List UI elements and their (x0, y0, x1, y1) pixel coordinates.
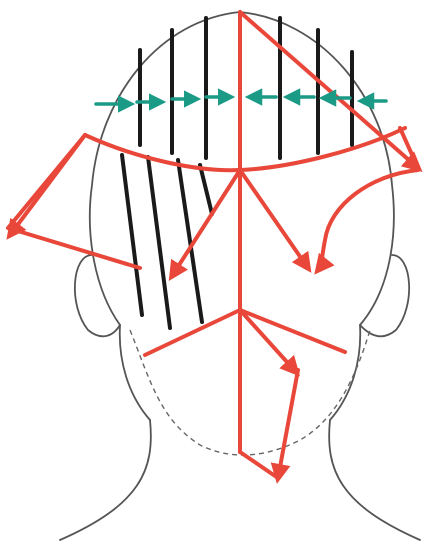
horseshoe-part (85, 128, 405, 170)
neck-right (329, 420, 420, 540)
left-jaw (120, 325, 150, 420)
top-vertical-sections (140, 18, 352, 158)
left-side-arrow (10, 135, 85, 235)
right-ear (360, 255, 409, 336)
right-jaw (330, 325, 360, 420)
crown-right-arrow (240, 170, 308, 268)
section-line (200, 165, 212, 214)
left-ear (75, 255, 120, 336)
section-line (122, 155, 142, 315)
nape-return-line (278, 370, 298, 478)
nape-right-part (240, 310, 345, 352)
top-right-diagonal-part (240, 12, 418, 168)
nape-bottom-line (240, 452, 278, 478)
nape-left-part (145, 310, 240, 355)
section-line (148, 157, 170, 328)
section-line (178, 160, 202, 322)
parting-lines (8, 12, 418, 478)
right-curve-part (318, 170, 418, 270)
lower-slanted-sections (122, 155, 212, 328)
neck-left (60, 420, 151, 540)
